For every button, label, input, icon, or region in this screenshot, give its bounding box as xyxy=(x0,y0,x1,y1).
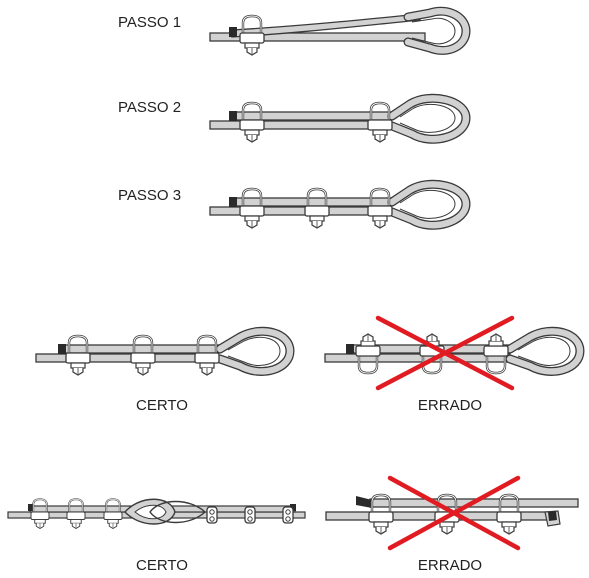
correct-splice-assembly xyxy=(7,498,306,530)
clip-2 xyxy=(366,101,394,144)
clip-2 xyxy=(129,334,157,377)
clip-1-inverted xyxy=(354,332,382,375)
main-rope xyxy=(35,353,219,363)
clip-2 xyxy=(66,498,86,530)
clip-1 xyxy=(238,14,266,57)
wrong-label-1: ERRADO xyxy=(418,397,482,414)
clip-1 xyxy=(64,334,92,377)
dead-end-rope xyxy=(231,197,393,207)
clip-5 xyxy=(244,506,256,524)
correct-label-2: CERTO xyxy=(136,557,188,574)
clip-3 xyxy=(103,498,123,530)
correct-eye-assembly xyxy=(35,326,295,377)
step-2-label: PASSO 2 xyxy=(118,99,181,116)
rope-tail-left xyxy=(356,496,372,508)
rope-end-tip xyxy=(28,504,34,511)
step-3-assembly xyxy=(209,179,471,230)
clip-1 xyxy=(238,187,266,230)
main-rope xyxy=(209,120,391,130)
wrong-label-2: ERRADO xyxy=(418,557,482,574)
clip-3 xyxy=(366,187,394,230)
rope-end-tip xyxy=(229,197,237,207)
main-rope xyxy=(209,32,426,42)
rope-end-tip xyxy=(290,504,296,511)
main-rope xyxy=(324,353,511,363)
step-2-assembly xyxy=(209,93,471,144)
rope-end-tip xyxy=(58,344,66,354)
rope-end-tip xyxy=(229,27,237,37)
dead-end-rope xyxy=(59,344,221,354)
main-rope xyxy=(209,206,391,216)
clip-2 xyxy=(303,187,331,230)
rope-end-tip xyxy=(229,111,237,121)
right-rope-return xyxy=(164,505,296,513)
step-1-label: PASSO 1 xyxy=(118,14,181,31)
clip-6 xyxy=(282,506,294,524)
wrong-cross-mark xyxy=(375,315,515,391)
clip-1 xyxy=(30,498,50,530)
rope-end-tip xyxy=(346,344,354,354)
step-3-label: PASSO 3 xyxy=(118,187,181,204)
dead-end-rope xyxy=(231,13,421,38)
dead-end-rope xyxy=(231,111,393,121)
wrong-cross-mark xyxy=(387,475,521,551)
right-thimble xyxy=(149,500,207,524)
clip-4 xyxy=(206,506,218,524)
wrong-eye-assembly xyxy=(324,315,585,391)
wrong-splice-assembly xyxy=(325,475,579,551)
clip-3-inverted xyxy=(482,332,510,375)
correct-label-1: CERTO xyxy=(136,397,188,414)
step-1-assembly xyxy=(209,6,471,57)
clip-3 xyxy=(193,334,221,377)
clip-1 xyxy=(238,101,266,144)
